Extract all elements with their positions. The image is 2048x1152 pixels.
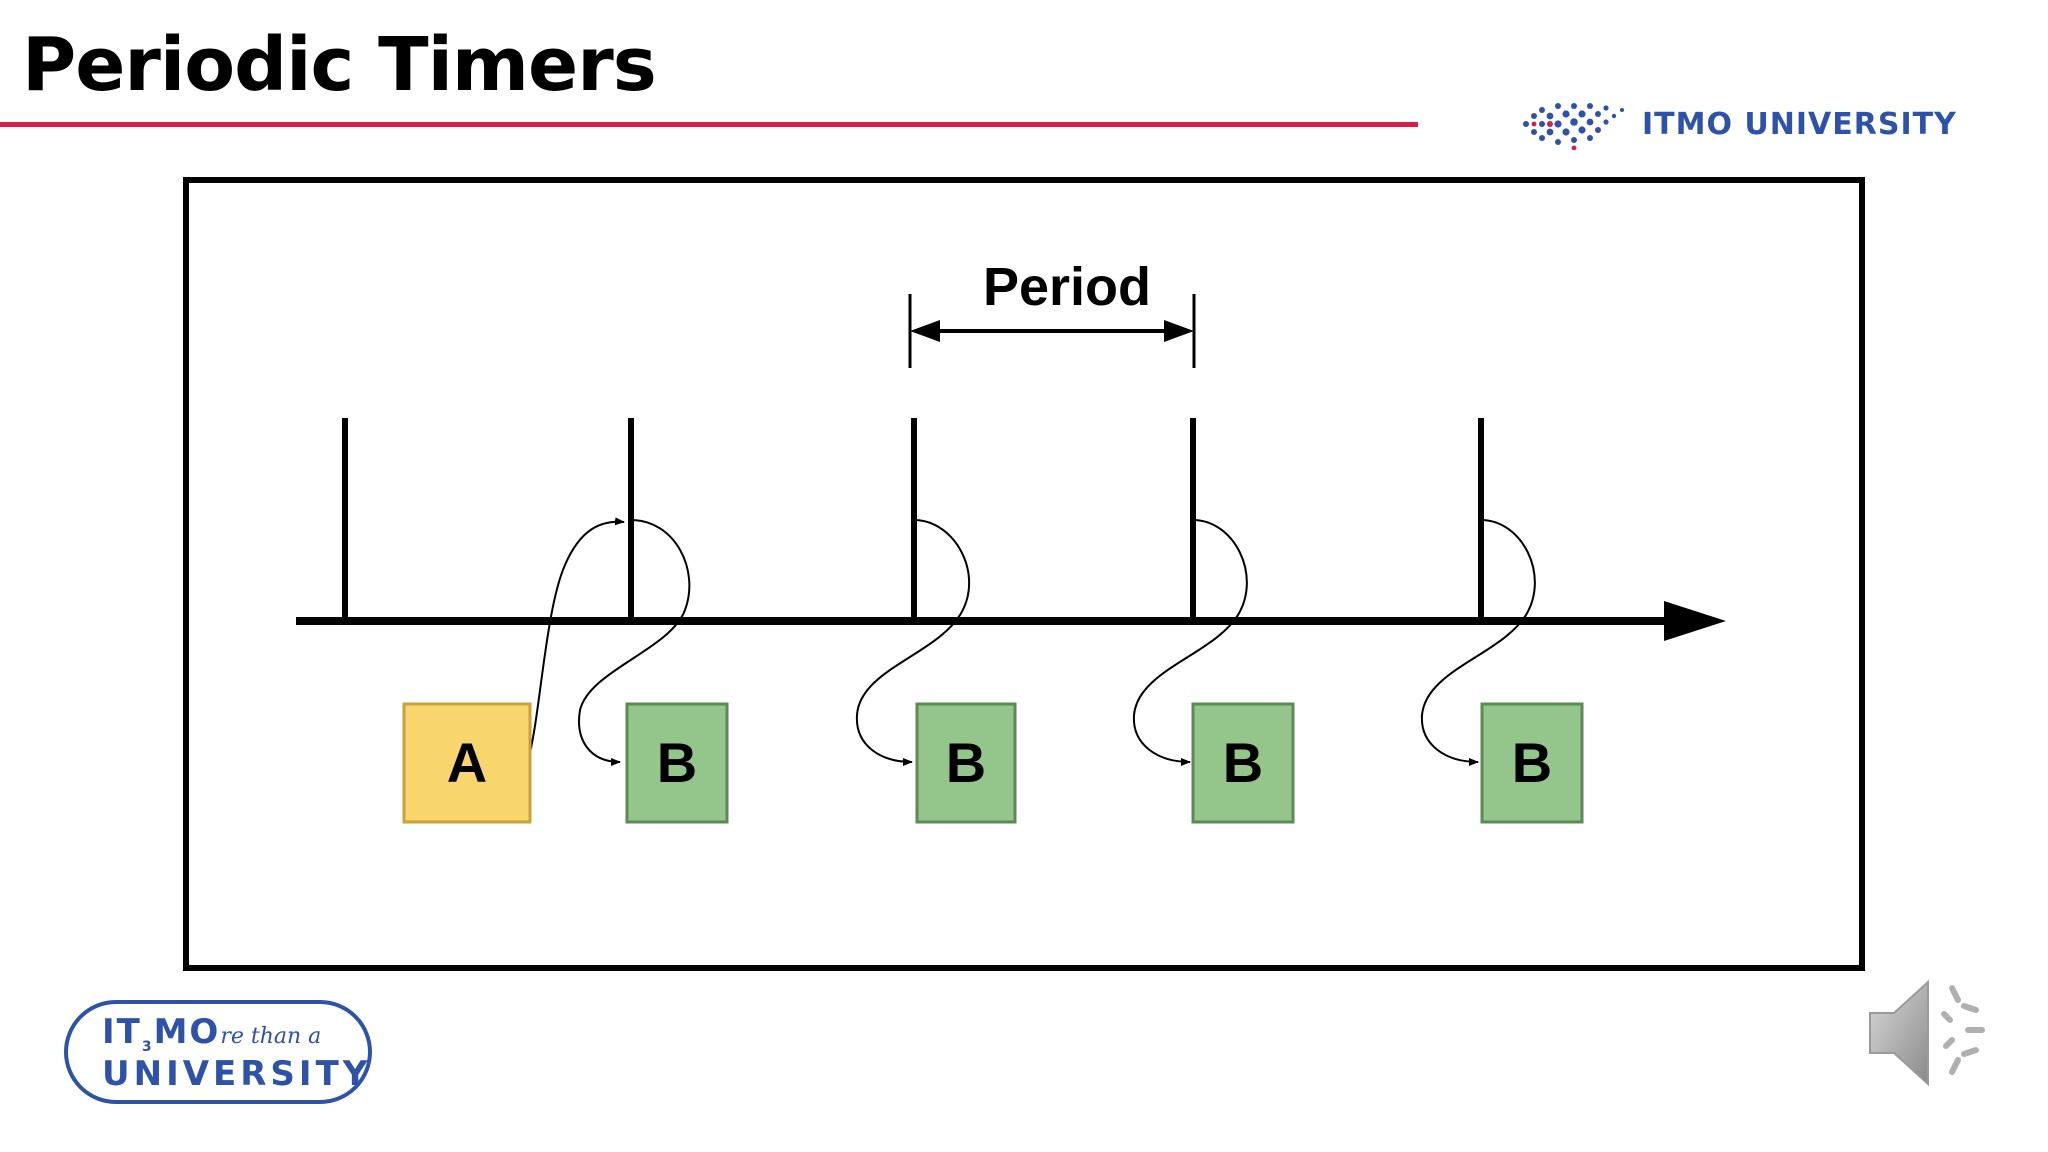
time-axis-arrowhead	[1664, 601, 1726, 641]
task-b-label: B	[946, 731, 986, 794]
period-label: Period	[983, 257, 1151, 317]
task-a-label: A	[447, 731, 487, 794]
logo-mo-text: MO	[153, 1012, 221, 1052]
task-b-block: B	[915, 702, 1017, 824]
task-b-label: B	[1223, 731, 1263, 794]
task-b-label: B	[657, 731, 697, 794]
connector-tick-2-to-b1	[578, 519, 691, 766]
connector-tick-5-to-b4	[1420, 519, 1536, 766]
itmo-logo-text: ITMO UNIVERSITY	[1642, 106, 1957, 142]
task-b-label: B	[1512, 731, 1552, 794]
task-b-block: B	[1480, 702, 1584, 824]
speaker-icon[interactable]	[1860, 968, 2000, 1098]
itmo-dots-icon	[1523, 103, 1624, 150]
diagram-frame	[183, 177, 1865, 971]
logo-script-text: re than a	[220, 1024, 322, 1049]
connector-tick-3-to-b2	[855, 519, 971, 766]
logo-it-text: IT	[102, 1012, 142, 1052]
task-b-block: B	[1191, 702, 1295, 824]
itmo-more-than-a-university-logo: IT3MOre than a UNIVERSITY	[64, 1000, 372, 1104]
task-a-block: A	[402, 702, 532, 824]
connector-a-to-tick-2	[527, 517, 625, 761]
connector-tick-4-to-b3	[1132, 519, 1248, 766]
logo-university-text: UNIVERSITY	[102, 1054, 372, 1094]
title-divider	[0, 122, 1418, 127]
task-b-block: B	[625, 702, 729, 824]
period-arrow-left-head	[910, 320, 940, 342]
itmo-logo: ITMO UNIVERSITY	[1520, 92, 1957, 156]
logo-superscript: 3	[141, 1038, 154, 1055]
slide-title: Periodic Timers	[22, 22, 657, 108]
period-arrow-right-head	[1164, 320, 1194, 342]
